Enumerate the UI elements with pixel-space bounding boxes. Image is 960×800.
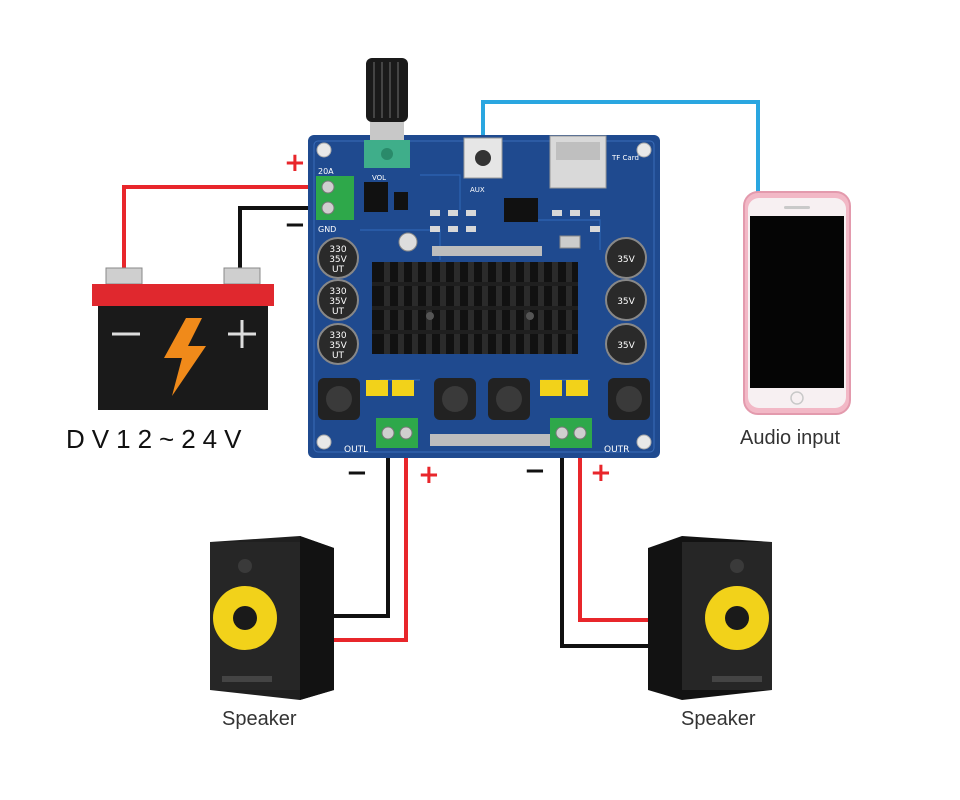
svg-text:UT: UT (332, 265, 345, 275)
board-vol-label: VOL (372, 174, 386, 182)
left-speaker-positive-wire (330, 440, 408, 642)
battery (92, 267, 274, 410)
right-speaker-label: Speaker (681, 708, 756, 730)
board-tf-label: TF Card (611, 154, 639, 162)
capacitor-right-2: 35V (605, 279, 647, 321)
capacitor-left-3: 330 35V UT (317, 323, 359, 365)
inductors (318, 378, 650, 420)
svg-text:UT: UT (332, 351, 345, 361)
power-negative-wire (238, 206, 328, 274)
amplifier-board: 330 35V UT 330 35V UT 330 35V UT 35V 35V… (308, 58, 660, 458)
left-speaker-label: Speaker (222, 708, 297, 730)
capacitor-left-1: 330 35V UT (317, 237, 359, 279)
svg-text:330: 330 (329, 245, 346, 255)
tf-card-slot (549, 135, 607, 189)
board-20a-label: 20A (318, 167, 334, 176)
board-outl-label: OUTL (344, 445, 368, 455)
left-output-terminal (376, 418, 418, 448)
power-plus-sign: + (284, 148, 306, 178)
svg-text:35V: 35V (617, 341, 635, 351)
audio-input-wire (481, 100, 760, 196)
wires (122, 100, 760, 648)
smartphone (743, 191, 851, 415)
left-plus-sign: + (418, 460, 440, 490)
power-minus-sign: − (284, 210, 306, 240)
power-terminal (316, 176, 354, 220)
right-plus-sign: + (590, 458, 612, 488)
heatsink (372, 262, 578, 354)
board-aux-label: AUX (470, 186, 485, 194)
right-speaker-positive-wire (578, 440, 652, 622)
right-speaker-negative-wire (560, 440, 652, 648)
right-minus-sign: − (524, 456, 546, 486)
svg-text:35V: 35V (329, 341, 347, 351)
board-gnd-label: GND (318, 225, 336, 234)
svg-text:35V: 35V (617, 255, 635, 265)
power-positive-wire (122, 185, 328, 274)
capacitor-right-1: 35V (605, 237, 647, 279)
power-voltage-label: DV12~24V (66, 424, 249, 454)
svg-text:35V: 35V (329, 297, 347, 307)
svg-text:330: 330 (329, 331, 346, 341)
volume-knob (364, 58, 410, 168)
lightning-bolt-icon (164, 318, 206, 396)
audio-input-label: Audio input (740, 427, 841, 449)
right-output-terminal (550, 418, 592, 448)
svg-text:UT: UT (332, 307, 345, 317)
left-minus-sign: − (346, 458, 368, 488)
svg-text:35V: 35V (329, 255, 347, 265)
svg-text:35V: 35V (617, 297, 635, 307)
capacitor-left-2: 330 35V UT (317, 279, 359, 321)
board-outr-label: OUTR (604, 445, 629, 455)
aux-jack (463, 137, 503, 179)
left-speaker-negative-wire (330, 440, 390, 618)
right-speaker (648, 536, 772, 700)
left-speaker (210, 536, 334, 700)
svg-text:330: 330 (329, 287, 346, 297)
capacitor-right-3: 35V (605, 323, 647, 365)
